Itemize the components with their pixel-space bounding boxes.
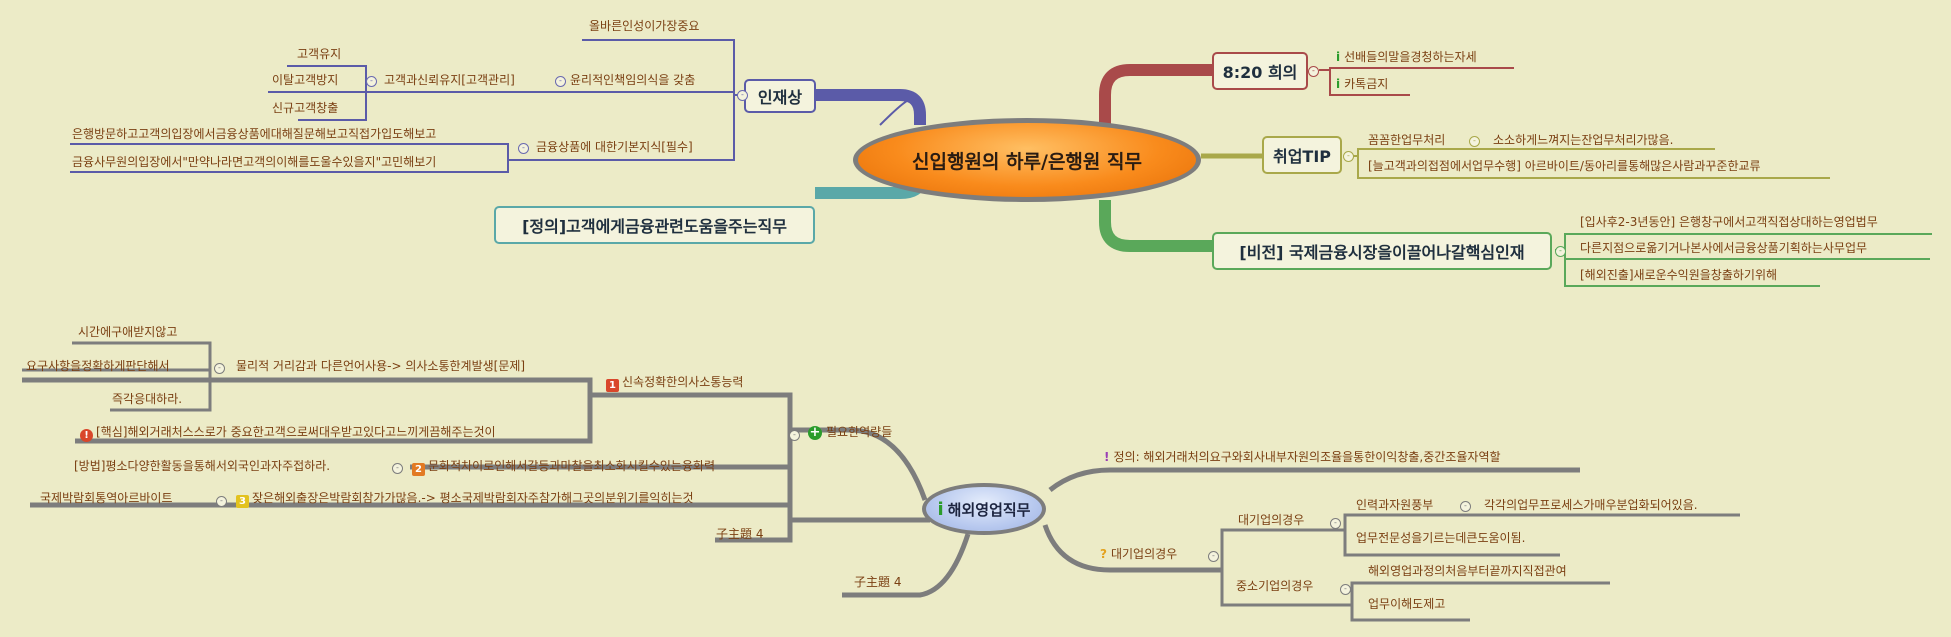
plus-icon: +: [808, 425, 822, 440]
info-icon: i: [1336, 77, 1341, 91]
definition-node[interactable]: [정의]고객에게금융관련도움을주는직무: [494, 206, 815, 244]
alert-icon: !: [80, 429, 93, 442]
collapse-toggle[interactable]: -: [392, 463, 403, 474]
talent-item: 윤리적인책임의식을 갖춤: [570, 73, 696, 87]
info-icon: i: [1336, 50, 1341, 64]
tip-node[interactable]: 취업TIP: [1262, 136, 1342, 174]
tip-item: 꼼꼼한업무처리: [1368, 133, 1446, 147]
tip-label: 취업TIP: [1272, 147, 1332, 166]
bigcorp-item: 업무이해도제고: [1368, 597, 1446, 611]
bigcorp-item: 각각의업무프로세스가매우분업화되어있음.: [1484, 498, 1698, 512]
collapse-toggle[interactable]: -: [1555, 246, 1566, 257]
talent-item: 금융사무원의입장에서"만약나라면고객의이해를도울수있을지"고민해보기: [72, 155, 437, 169]
bigcorp-item: 해외영업과정의처음부터끝까지직접관여: [1368, 564, 1567, 578]
bigcorp-item: 대기업의경우: [1238, 513, 1305, 527]
collapse-toggle[interactable]: -: [1330, 518, 1341, 529]
collapse-toggle[interactable]: -: [518, 143, 529, 154]
vision-item: [해외진출]새로운수익원을창출하기위해: [1580, 268, 1778, 282]
central-topic-label: 신입행원의 하루/은행원 직무: [912, 150, 1142, 173]
exclamation-icon: !: [1104, 450, 1110, 464]
bigcorp-node[interactable]: ?대기업의경우: [1100, 547, 1178, 561]
vision-item: 다른지점으로옮기거나본사에서금융상품기획하는사무업무: [1580, 241, 1868, 255]
meeting-node[interactable]: 8:20 희의: [1212, 52, 1308, 90]
ability-item: 시간에구애받지않고: [78, 325, 178, 339]
talent-item: 고객과신뢰유지[고객관리]: [384, 73, 515, 87]
collapse-toggle[interactable]: -: [366, 76, 377, 87]
vision-label: [비전] 국제금융시장을이끌어나갈핵심인재: [1239, 243, 1525, 262]
ability-item: 국제박람회통역아르바이트: [40, 491, 173, 505]
collapse-toggle[interactable]: -: [555, 76, 566, 87]
talent-node[interactable]: 인재상: [744, 79, 816, 113]
bigcorp-item: 업무전문성을기르는데큰도움이됨.: [1356, 531, 1526, 545]
collapse-toggle[interactable]: -: [789, 430, 800, 441]
talent-item: 금융상품에 대한기본지식[필수]: [536, 140, 693, 154]
collapse-toggle[interactable]: -: [1469, 136, 1480, 147]
question-icon: ?: [1100, 547, 1107, 561]
talent-item: 은행방문하고고객의입장에서금융상품에대해질문해보고직접가입도해보고: [72, 127, 437, 141]
meeting-label: 8:20 희의: [1222, 63, 1298, 82]
collapse-toggle[interactable]: -: [214, 363, 225, 374]
priority-1-icon: 1: [606, 379, 619, 392]
info-icon: i: [937, 498, 944, 520]
collapse-toggle[interactable]: -: [1308, 66, 1319, 77]
ability-item: 요구사항을정확하게판단해서: [26, 359, 170, 373]
overseas-sales-topic[interactable]: i 해외영업직무: [922, 483, 1046, 535]
bigcorp-item: 인력과자원풍부: [1356, 498, 1434, 512]
ability-item: 子主題 4: [716, 527, 764, 541]
ability-item: 물리적 거리감과 다른언어사용-> 의사소통한계발생[문제]: [236, 359, 526, 373]
collapse-toggle[interactable]: -: [1460, 501, 1471, 512]
talent-item: 고객유지: [297, 47, 342, 61]
vision-item: [입사후2-3년동안] 은행창구에서고객직접상대하는영업법무: [1580, 215, 1878, 229]
central-topic[interactable]: 신입행원의 하루/은행원 직무: [853, 118, 1201, 202]
tip-item: 소소하게느껴지는잔업무처리가많음.: [1493, 133, 1674, 147]
collapse-toggle[interactable]: -: [1208, 551, 1219, 562]
bigcorp-item: 중소기업의경우: [1236, 579, 1314, 593]
definition-label: [정의]고객에게금융관련도움을주는직무: [522, 217, 787, 236]
abilities-node[interactable]: +필요한역량들: [808, 425, 893, 440]
collapse-toggle[interactable]: -: [1343, 151, 1354, 162]
talent-item: 신규고객창출: [272, 101, 339, 115]
ability-item: [방법]평소다양한활동을통해서외국인과자주접하라.: [74, 459, 331, 473]
talent-item: 이탈고객방지: [272, 73, 339, 87]
vision-node[interactable]: [비전] 국제금융시장을이끌어나갈핵심인재: [1212, 232, 1552, 270]
subtopic: 子主題 4: [854, 575, 902, 589]
ability-item: ![핵심]해외거래처스스로가 중요한고객으로써대우받고있다고느끼게끔해주는것이: [80, 424, 496, 442]
collapse-toggle[interactable]: -: [216, 496, 227, 507]
collapse-toggle[interactable]: -: [737, 90, 748, 101]
talent-label: 인재상: [757, 88, 803, 107]
priority-2-icon: 2: [412, 463, 425, 476]
tip-item: [늘고객과의접점에서업무수행] 아르바이트/동아리를통해많은사람과꾸준한교류: [1368, 159, 1761, 173]
priority-3-icon: 3: [236, 495, 249, 508]
collapse-toggle[interactable]: -: [1340, 584, 1351, 595]
talent-item: 올바른인성이가장중요: [589, 19, 700, 33]
overseas-sales-label: 해외영업직무: [947, 500, 1031, 519]
overseas-definition: !정의: 해외거래처의요구와회사내부자원의조율을통한이익창출,중간조율자역할: [1104, 450, 1501, 464]
ability-item: 즉각응대하라.: [112, 392, 183, 406]
